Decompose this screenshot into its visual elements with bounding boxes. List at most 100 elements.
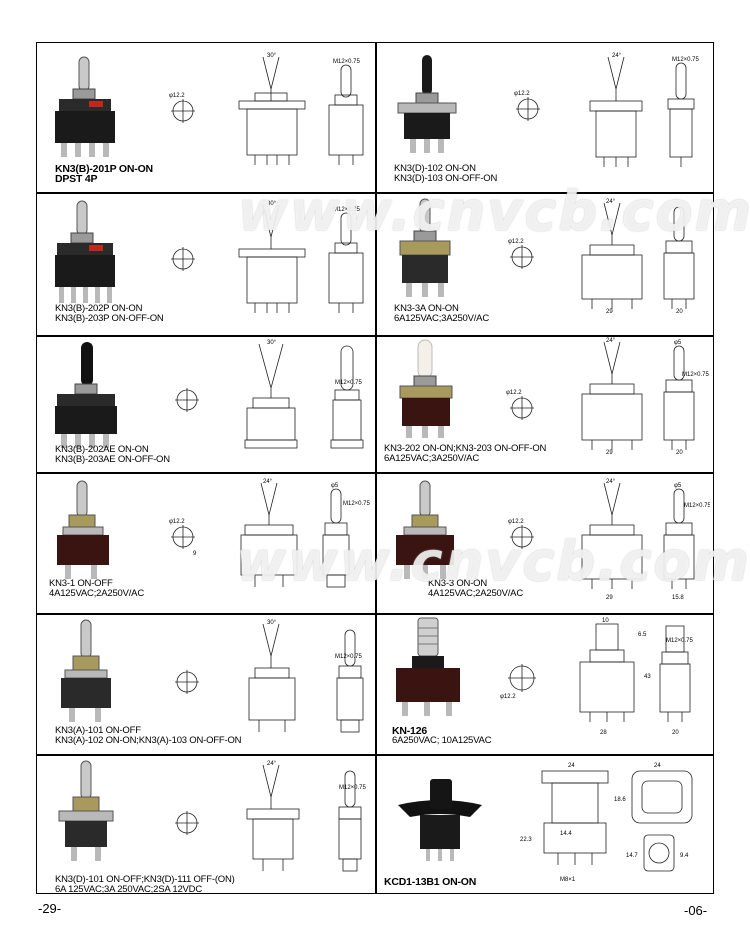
- product-cell-kn3b-202ae: 30° M12×0.75 KN3(B)-202AE ON-ON KN3(B)-2…: [37, 336, 375, 472]
- product-cell-kn3-3: 24° φ5 φ12.2 M12×0.75 29 15.8 KN3-3 ON-O…: [376, 473, 715, 613]
- product-cell-kn3a-101: 30° M12×0.75 KN3(A)-101 ON-OFF KN3(A)-10…: [37, 614, 375, 754]
- model-name: KN3-1 ON-OFF: [49, 578, 113, 589]
- svg-text:10: 10: [602, 618, 609, 624]
- svg-text:24°: 24°: [263, 479, 273, 485]
- model-spec: KN3(D)-103 ON-OFF-ON: [394, 173, 498, 184]
- switch-photo: [57, 480, 109, 579]
- model-name: KN3-3 ON-ON: [428, 578, 488, 589]
- switch-photo: [396, 480, 454, 579]
- dimension-drawing: 24° φ12.2 29 20: [508, 199, 695, 315]
- svg-text:18.6: 18.6: [614, 797, 626, 803]
- model-spec: 4A125VAC;2A250V/AC: [428, 588, 523, 599]
- product-cell-kn3-3a: 24° φ12.2 29 20 KN3-3A ON-ON 6A125VAC;3A…: [376, 193, 715, 335]
- product-caption: KN3-3 ON-ON 4A125VAC;2A250V/AC: [428, 579, 523, 599]
- model-spec: 6A125VAC;3A250V/AC: [394, 313, 489, 324]
- dimension-drawing: 30° M12×0.75: [175, 620, 364, 733]
- svg-text:φ12.2: φ12.2: [169, 519, 185, 525]
- svg-text:29: 29: [606, 595, 613, 601]
- svg-text:22.3: 22.3: [520, 837, 532, 843]
- svg-text:28: 28: [600, 730, 607, 736]
- dimension-drawing: 24° φ5 φ12.2 M12×0.75 29 20: [506, 338, 710, 456]
- svg-text:20: 20: [676, 309, 683, 315]
- svg-text:M12×0.75: M12×0.75: [335, 654, 363, 660]
- product-caption: KN3(B)-202AE ON-ON KN3(B)-203AE ON-OFF-O…: [55, 445, 170, 465]
- svg-text:30°: 30°: [267, 201, 277, 207]
- product-caption: KN3(A)-101 ON-OFF KN3(A)-102 ON-ON;KN3(A…: [55, 726, 242, 746]
- svg-text:M12×0.75: M12×0.75: [335, 380, 363, 386]
- svg-text:15.8: 15.8: [672, 595, 684, 601]
- model-spec: 6A250VAC; 10A125VAC: [392, 735, 492, 746]
- product-caption: KN3(B)-201P ON-ON DPST 4P: [55, 164, 153, 185]
- svg-text:M12×0.75: M12×0.75: [333, 207, 361, 213]
- model-spec: KN3(B)-203AE ON-OFF-ON: [55, 454, 170, 465]
- product-cell-kcd1-13b1: 24 24 22.3 14.4 18.6 14.7 9.4 M8×1 KCD1-…: [376, 755, 715, 895]
- svg-text:M12×0.75: M12×0.75: [672, 57, 700, 63]
- model-name: KN3-3A ON-ON: [394, 303, 459, 314]
- svg-text:φ12.2: φ12.2: [508, 239, 524, 245]
- switch-photo: [58, 760, 114, 861]
- page-number-right: -06-: [684, 903, 708, 918]
- model-spec: KN3(A)-102 ON-ON;KN3(A)-103 ON-OFF-ON: [55, 735, 242, 746]
- svg-text:24: 24: [568, 763, 575, 769]
- svg-text:24°: 24°: [606, 338, 616, 344]
- svg-text:φ12.2: φ12.2: [169, 93, 185, 99]
- product-caption: KN3-3A ON-ON 6A125VAC;3A250V/AC: [394, 304, 489, 324]
- dimension-drawing: 24° M12×0.75: [175, 761, 367, 872]
- rotary-switch-photo: [398, 779, 482, 861]
- svg-text:φ12.2: φ12.2: [508, 519, 524, 525]
- svg-text:M12×0.75: M12×0.75: [343, 501, 371, 507]
- svg-text:M12×0.75: M12×0.75: [666, 638, 694, 644]
- svg-text:24°: 24°: [606, 479, 616, 485]
- svg-text:φ5: φ5: [674, 483, 682, 489]
- pushbutton-photo: [396, 617, 460, 716]
- product-cell-kn3b-201p: 30° φ12.2 M12×0.75 KN3(B)-201P ON-ON DPS…: [37, 43, 375, 192]
- product-caption: KN3(D)-101 ON-OFF;KN3(D)-111 OFF-(ON) 6A…: [55, 875, 235, 895]
- product-caption: KN3-202 ON-ON;KN3-203 ON-OFF-ON 6A125VAC…: [384, 444, 546, 464]
- dimension-drawing: 10 6.5 43 φ12.2 M12×0.75 28 20: [500, 618, 694, 736]
- svg-text:9: 9: [193, 551, 197, 557]
- model-spec: DPST 4P: [55, 173, 98, 185]
- svg-text:29: 29: [606, 309, 613, 315]
- svg-text:30°: 30°: [267, 620, 277, 626]
- product-caption: KCD1-13B1 ON-ON: [384, 877, 476, 888]
- svg-text:14.4: 14.4: [560, 831, 572, 837]
- product-caption: KN3(B)-202P ON-ON KN3(B)-203P ON-OFF-ON: [55, 304, 164, 324]
- column-divider: [375, 43, 377, 893]
- switch-photo: [55, 56, 115, 157]
- switch-photo: [399, 198, 451, 297]
- svg-text:M12×0.75: M12×0.75: [333, 59, 361, 65]
- svg-text:20: 20: [672, 730, 679, 736]
- model-spec: 6A 125VAC;3A 250VAC;2SA 12VDC: [55, 884, 203, 895]
- svg-text:M12×0.75: M12×0.75: [684, 503, 710, 509]
- svg-text:24°: 24°: [267, 761, 277, 767]
- page-number-left: -29-: [38, 901, 62, 916]
- row-divider: [37, 754, 713, 756]
- dimension-drawing: 30° M12×0.75: [175, 340, 364, 449]
- model-name: KN3(D)-102 ON-ON: [394, 163, 476, 174]
- row-divider: [37, 192, 713, 194]
- product-cell-kn3d-102: 24° φ12.2 M12×0.75 KN3(D)-102 ON-ON KN3(…: [376, 43, 715, 192]
- switch-photo: [61, 619, 111, 722]
- svg-text:φ5: φ5: [674, 340, 682, 346]
- product-caption: KN3(D)-102 ON-ON KN3(D)-103 ON-OFF-ON: [394, 164, 497, 184]
- svg-text:6.5: 6.5: [638, 632, 647, 638]
- model-spec: 6A125VAC;3A250V/AC: [384, 453, 479, 464]
- model-name: KN3-202 ON-ON;KN3-203 ON-OFF-ON: [384, 443, 547, 454]
- dimension-drawing: 30° φ12.2 M12×0.75: [169, 53, 364, 165]
- product-caption: KN-126 6A250VAC; 10A125VAC: [392, 726, 492, 746]
- model-name: KN3(B)-202P ON-ON: [55, 303, 143, 314]
- switch-photo: [399, 339, 453, 438]
- model-spec: 4A125VAC;2A250V/AC: [49, 588, 144, 599]
- product-cell-kn3-202: 24° φ5 φ12.2 M12×0.75 29 20 KN3-202 ON-O…: [376, 336, 715, 472]
- row-divider: [37, 335, 713, 337]
- model-spec: KN3(B)-203P ON-OFF-ON: [55, 313, 164, 324]
- svg-text:φ12.2: φ12.2: [506, 390, 522, 396]
- svg-text:14.7: 14.7: [626, 853, 638, 859]
- dimension-drawing: 24° φ12.2 M12×0.75: [514, 53, 700, 167]
- svg-text:M8×1: M8×1: [560, 877, 576, 883]
- switch-photo: [397, 55, 457, 153]
- svg-text:9.4: 9.4: [680, 853, 689, 859]
- svg-text:M12×0.75: M12×0.75: [339, 785, 367, 791]
- svg-text:24: 24: [654, 763, 661, 769]
- switch-photo: [55, 200, 115, 303]
